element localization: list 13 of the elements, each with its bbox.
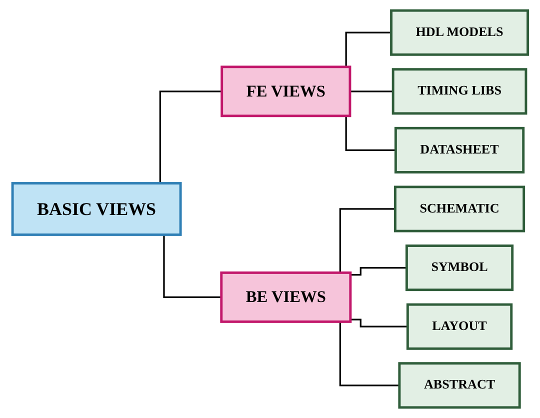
node-box: TIMING LIBS [392, 68, 528, 115]
connector [350, 90, 393, 92]
node-box: DATASHEET [394, 126, 524, 174]
node-box: LAYOUT [406, 303, 512, 350]
connector [350, 318, 408, 328]
node-box: BASIC VIEWS [11, 182, 182, 236]
node-box: FE VIEWS [220, 66, 352, 118]
node-box: BE VIEWS [220, 271, 352, 323]
node-box: HDL MODELS [390, 9, 529, 56]
node-box: SYMBOL [405, 244, 514, 292]
node-box: ABSTRACT [398, 362, 521, 409]
node-box: SCHEMATIC [394, 186, 525, 232]
connector [350, 266, 407, 276]
